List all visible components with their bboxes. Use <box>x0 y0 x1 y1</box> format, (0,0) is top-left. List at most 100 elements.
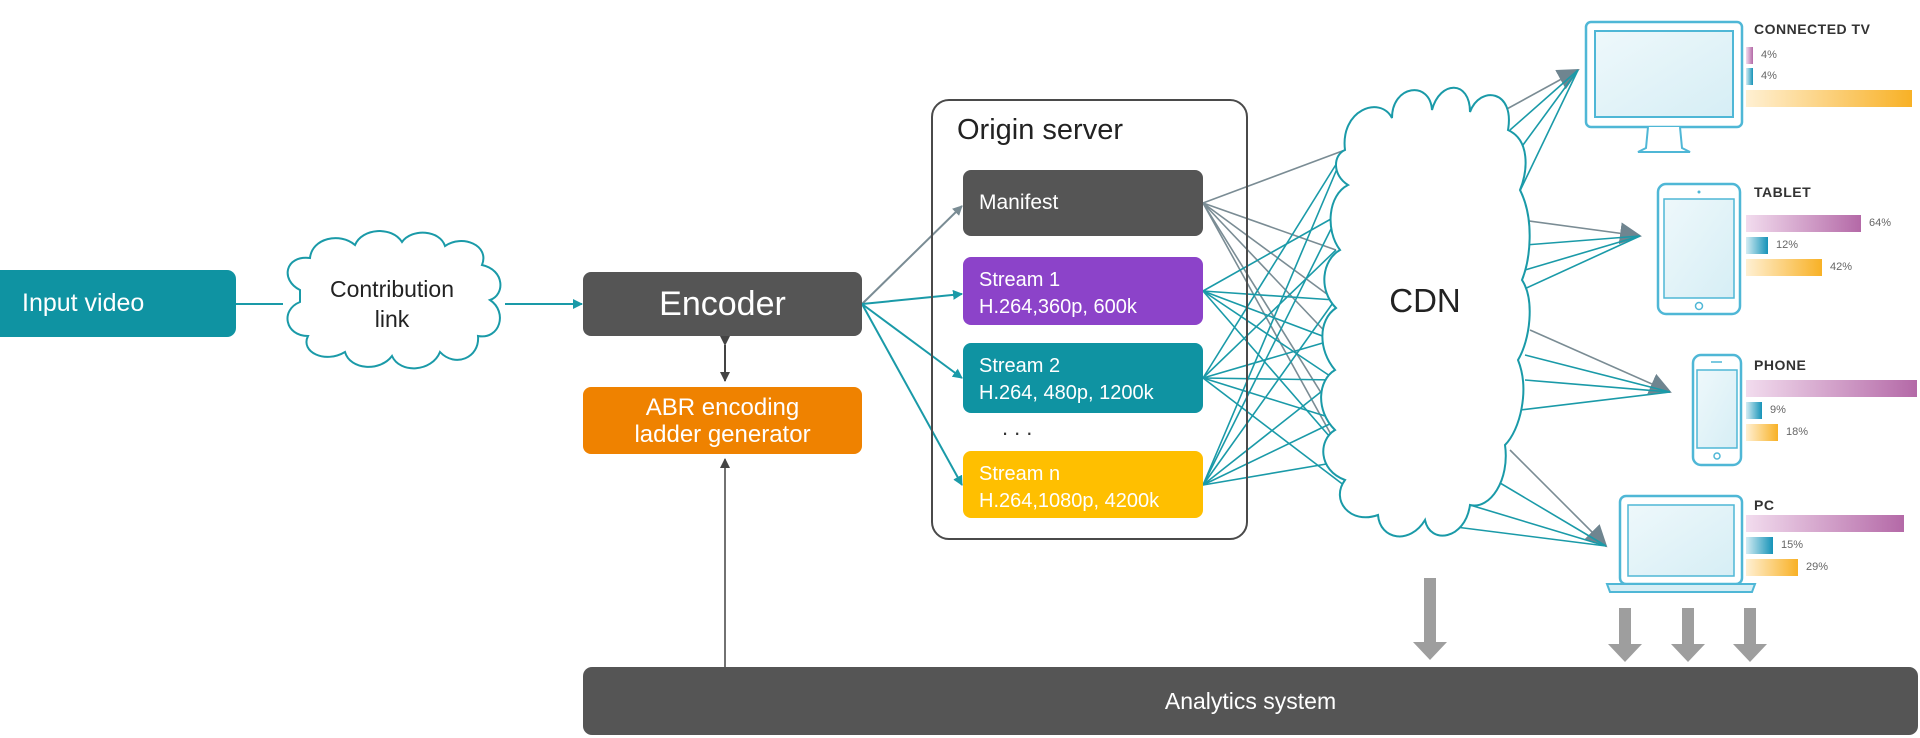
origin-cdn-link <box>1202 249 1337 379</box>
tablet-icon <box>1656 182 1742 316</box>
cdn-device-link <box>1524 379 1671 393</box>
pc-blue-pct-label: 15% <box>1781 539 1804 551</box>
origin-cdn-link <box>1202 299 1336 486</box>
tv-icon <box>1584 20 1744 153</box>
origin-cdn-link <box>1202 202 1336 301</box>
origin-server-container <box>931 99 1248 540</box>
device-title-phone: PHONE <box>1754 357 1807 373</box>
pc-pink-bar <box>1746 515 1904 532</box>
phone-orange-pct-label: 18% <box>1786 426 1809 438</box>
origin-cdn-link <box>1202 377 1337 381</box>
device-title-pc: PC <box>1754 497 1775 513</box>
input-video-label: Input video <box>22 289 145 317</box>
cdn-device-link <box>1509 449 1608 548</box>
origin-cdn-link <box>1202 290 1337 381</box>
cdn-device-link <box>1521 219 1642 245</box>
phone-orange-bar <box>1746 424 1778 441</box>
origin-cdn-link <box>1202 214 1339 292</box>
pc-blue-bar <box>1746 537 1773 554</box>
tablet-pink-pct-label: 64% <box>1869 217 1892 229</box>
origin-cdn-link <box>1202 149 1346 379</box>
manifest-label: Manifest <box>979 191 1059 214</box>
analytics-label: Analytics system <box>1164 687 1337 714</box>
cdn-to-device-links <box>1439 69 1672 548</box>
stream-spec: H.264,360p, 600k <box>979 296 1137 318</box>
origin-cdn-link <box>1202 202 1339 421</box>
phone-pink-bar <box>1746 380 1917 397</box>
abr-label-line2: ladder generator <box>634 420 811 448</box>
tv-blue-bar <box>1746 68 1753 85</box>
stream-name: Stream n <box>979 463 1061 485</box>
contribution-cloud-shape <box>286 230 502 370</box>
cdn-device-link <box>1439 524 1607 547</box>
tv-pink-bar <box>1746 47 1753 64</box>
analytics-system-bar: Analytics system <box>583 667 1918 735</box>
down-arrow-icon <box>1413 578 1447 660</box>
cdn-device-link <box>1504 69 1580 111</box>
cdn-device-link <box>1524 235 1641 271</box>
cdn-device-link <box>1521 235 1641 291</box>
contribution-label-line2: link <box>374 306 410 332</box>
stream-2-box: Stream 2 H.264, 480p, 1200k <box>963 343 1203 413</box>
stream-n-box: Stream n H.264,1080p, 4200k <box>963 451 1203 518</box>
phone-icon <box>1691 353 1743 467</box>
down-arrow-icon <box>1608 608 1642 662</box>
tv-pink-pct-label: 4% <box>1761 49 1777 61</box>
origin-cdn-link <box>1202 377 1339 421</box>
origin-to-cdn-links <box>1202 149 1371 506</box>
phone-blue-bar <box>1746 402 1762 419</box>
tablet-pink-bar <box>1746 215 1861 232</box>
encoder-box: Encoder <box>583 272 862 336</box>
tablet-blue-bar <box>1746 237 1768 254</box>
origin-server-title: Origin server <box>957 114 1123 146</box>
origin-cdn-link <box>1202 149 1346 486</box>
encoder-to-stream1-arrow <box>861 289 963 305</box>
encoder-label: Encoder <box>659 284 786 323</box>
contribution-label-line1: Contribution <box>329 276 455 302</box>
device-title-tv: CONNECTED TV <box>1754 21 1871 37</box>
down-arrow-icon <box>1733 608 1767 662</box>
abr-ladder-generator-box: ABR encoding ladder generator <box>583 387 862 454</box>
tv-blue-pct-label: 4% <box>1761 70 1777 82</box>
pc-orange-pct-label: 29% <box>1806 561 1829 573</box>
laptop-icon <box>1605 494 1757 593</box>
cdn-device-link <box>1469 504 1607 547</box>
encoder-to-stream2-arrow <box>861 303 963 379</box>
contribution-link-label: Contribution link <box>300 274 484 334</box>
origin-cdn-link <box>1202 149 1346 204</box>
origin-cdn-link <box>1202 290 1336 301</box>
cdn-device-link <box>1509 69 1579 131</box>
origin-cdn-link <box>1202 202 1334 341</box>
down-arrow-icon <box>1671 608 1705 662</box>
origin-cdn-link <box>1202 214 1339 486</box>
stream-spec: H.264,1080p, 4200k <box>979 490 1160 512</box>
tablet-blue-pct-label: 12% <box>1776 239 1799 251</box>
tablet-orange-bar <box>1746 259 1822 276</box>
stream-1-box: Stream 1 H.264,360p, 600k <box>963 257 1203 325</box>
origin-cdn-link <box>1202 290 1351 461</box>
input-video-box: Input video <box>0 270 236 337</box>
device-title-tablet: TABLET <box>1754 184 1812 200</box>
origin-cdn-link <box>1202 339 1334 379</box>
cdn-device-link <box>1524 354 1671 393</box>
cdn-device-link <box>1529 329 1672 394</box>
stream-spec: H.264, 480p, 1200k <box>979 382 1154 404</box>
abr-label-line1: ABR encoding <box>645 393 800 421</box>
encoder-to-manifest-arrow <box>861 205 963 305</box>
cdn-device-link <box>1519 391 1671 411</box>
pc-orange-bar <box>1746 559 1798 576</box>
more-streams-ellipsis: ... <box>1002 415 1039 440</box>
origin-cdn-link <box>1202 202 1337 251</box>
origin-cdn-link <box>1202 379 1337 486</box>
encoder-to-streamn-arrow <box>861 303 963 486</box>
tv-orange-bar <box>1746 90 1912 107</box>
origin-cdn-link <box>1202 419 1339 486</box>
analytics-feed-arrows <box>1413 578 1767 662</box>
stream-name: Stream 1 <box>979 269 1061 291</box>
tablet-orange-pct-label: 42% <box>1830 261 1853 273</box>
stream-name: Stream 2 <box>979 355 1061 377</box>
cdn-cloud-shape <box>1320 86 1531 538</box>
cdn-device-link <box>1524 235 1641 246</box>
cdn-device-link <box>1517 69 1579 196</box>
